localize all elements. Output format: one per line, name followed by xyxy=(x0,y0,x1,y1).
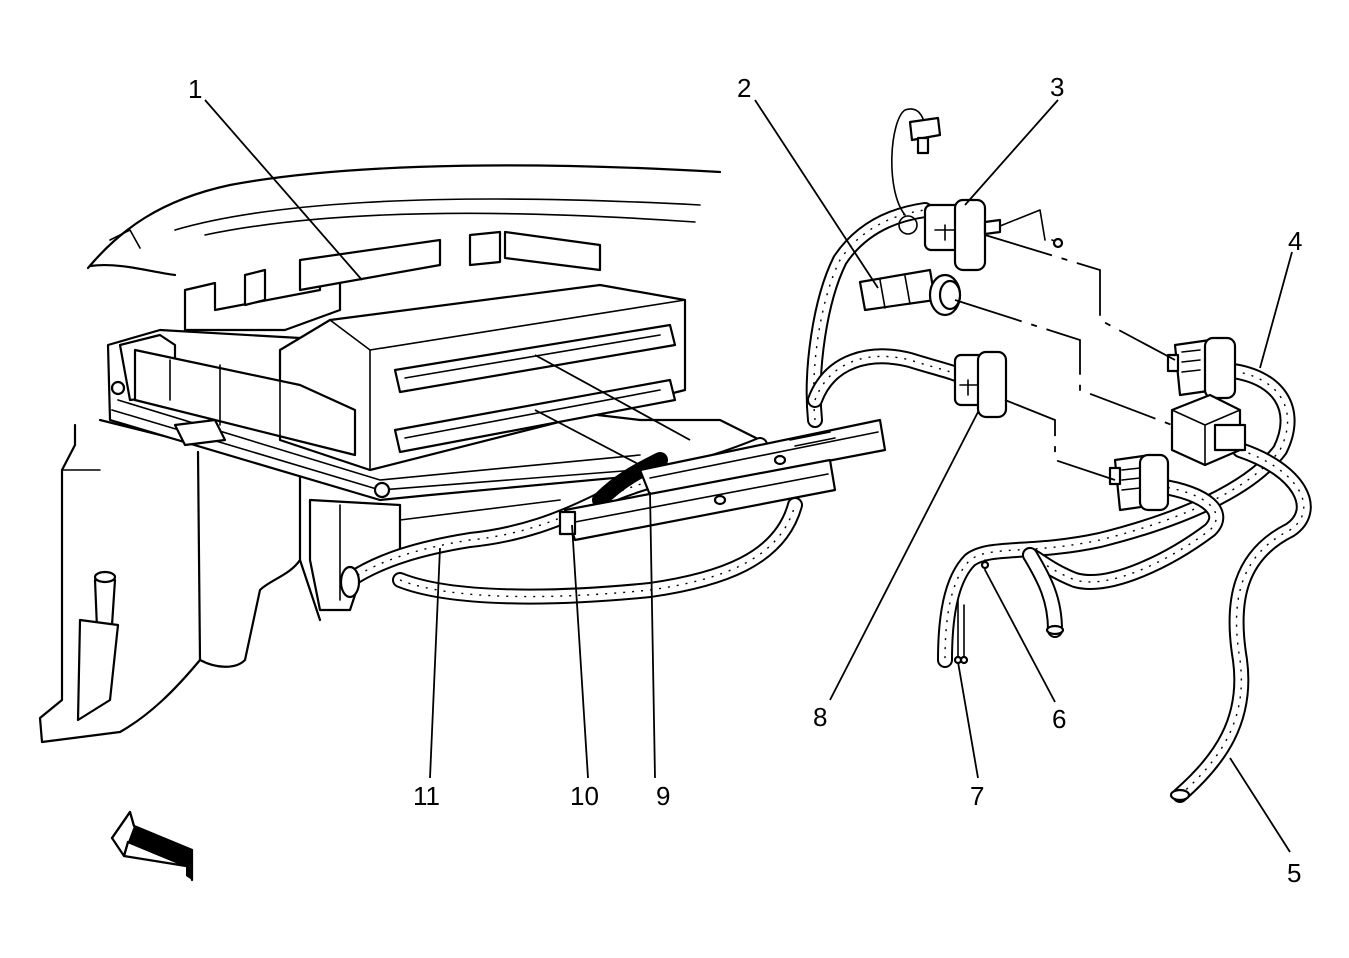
connector-2 xyxy=(858,268,962,317)
callout-9: 9 xyxy=(656,781,670,811)
module-support xyxy=(308,498,561,612)
callout-1: 1 xyxy=(188,74,202,104)
harness-retainer-upper xyxy=(638,418,887,497)
callout-8: 8 xyxy=(813,702,827,732)
callout-2: 2 xyxy=(737,73,751,103)
connector-lower-right xyxy=(1108,453,1170,512)
callout-leaders xyxy=(204,99,1293,853)
mounting-post xyxy=(76,570,120,722)
connector-4 xyxy=(1166,336,1237,400)
callout-10: 10 xyxy=(570,781,599,811)
callout-6: 6 xyxy=(1052,704,1066,734)
connector-8 xyxy=(953,350,1008,419)
firewall-panel xyxy=(38,418,322,744)
callout-5: 5 xyxy=(1287,858,1301,888)
callout-4: 4 xyxy=(1288,226,1302,256)
vehicle-body-outline xyxy=(86,164,722,277)
right-harness xyxy=(805,202,1312,803)
callout-3: 3 xyxy=(1050,72,1064,102)
callout-7: 7 xyxy=(970,781,984,811)
front-direction-arrow-icon xyxy=(110,810,194,882)
callout-labels: 1 2 3 4 5 6 7 8 9 10 11 xyxy=(188,72,1302,888)
connector-3 xyxy=(891,108,1064,272)
connector-mid-right xyxy=(1170,393,1247,467)
control-module xyxy=(106,230,762,502)
connection-lines xyxy=(954,234,1176,481)
callout-11: 11 xyxy=(413,781,440,811)
